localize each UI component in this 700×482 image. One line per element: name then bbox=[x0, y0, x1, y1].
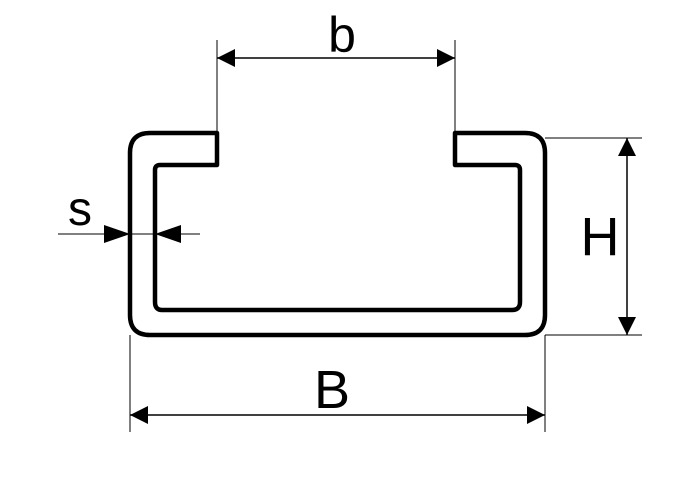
dim-s-arrow-right bbox=[155, 225, 181, 243]
profile-outer-outline bbox=[127, 130, 548, 338]
dim-H-label: H bbox=[581, 207, 620, 267]
dim-s-label: s bbox=[68, 183, 92, 236]
dim-B-label: B bbox=[314, 360, 350, 420]
dim-b-label: b bbox=[328, 7, 356, 63]
dim-s-arrow-left bbox=[104, 225, 130, 243]
